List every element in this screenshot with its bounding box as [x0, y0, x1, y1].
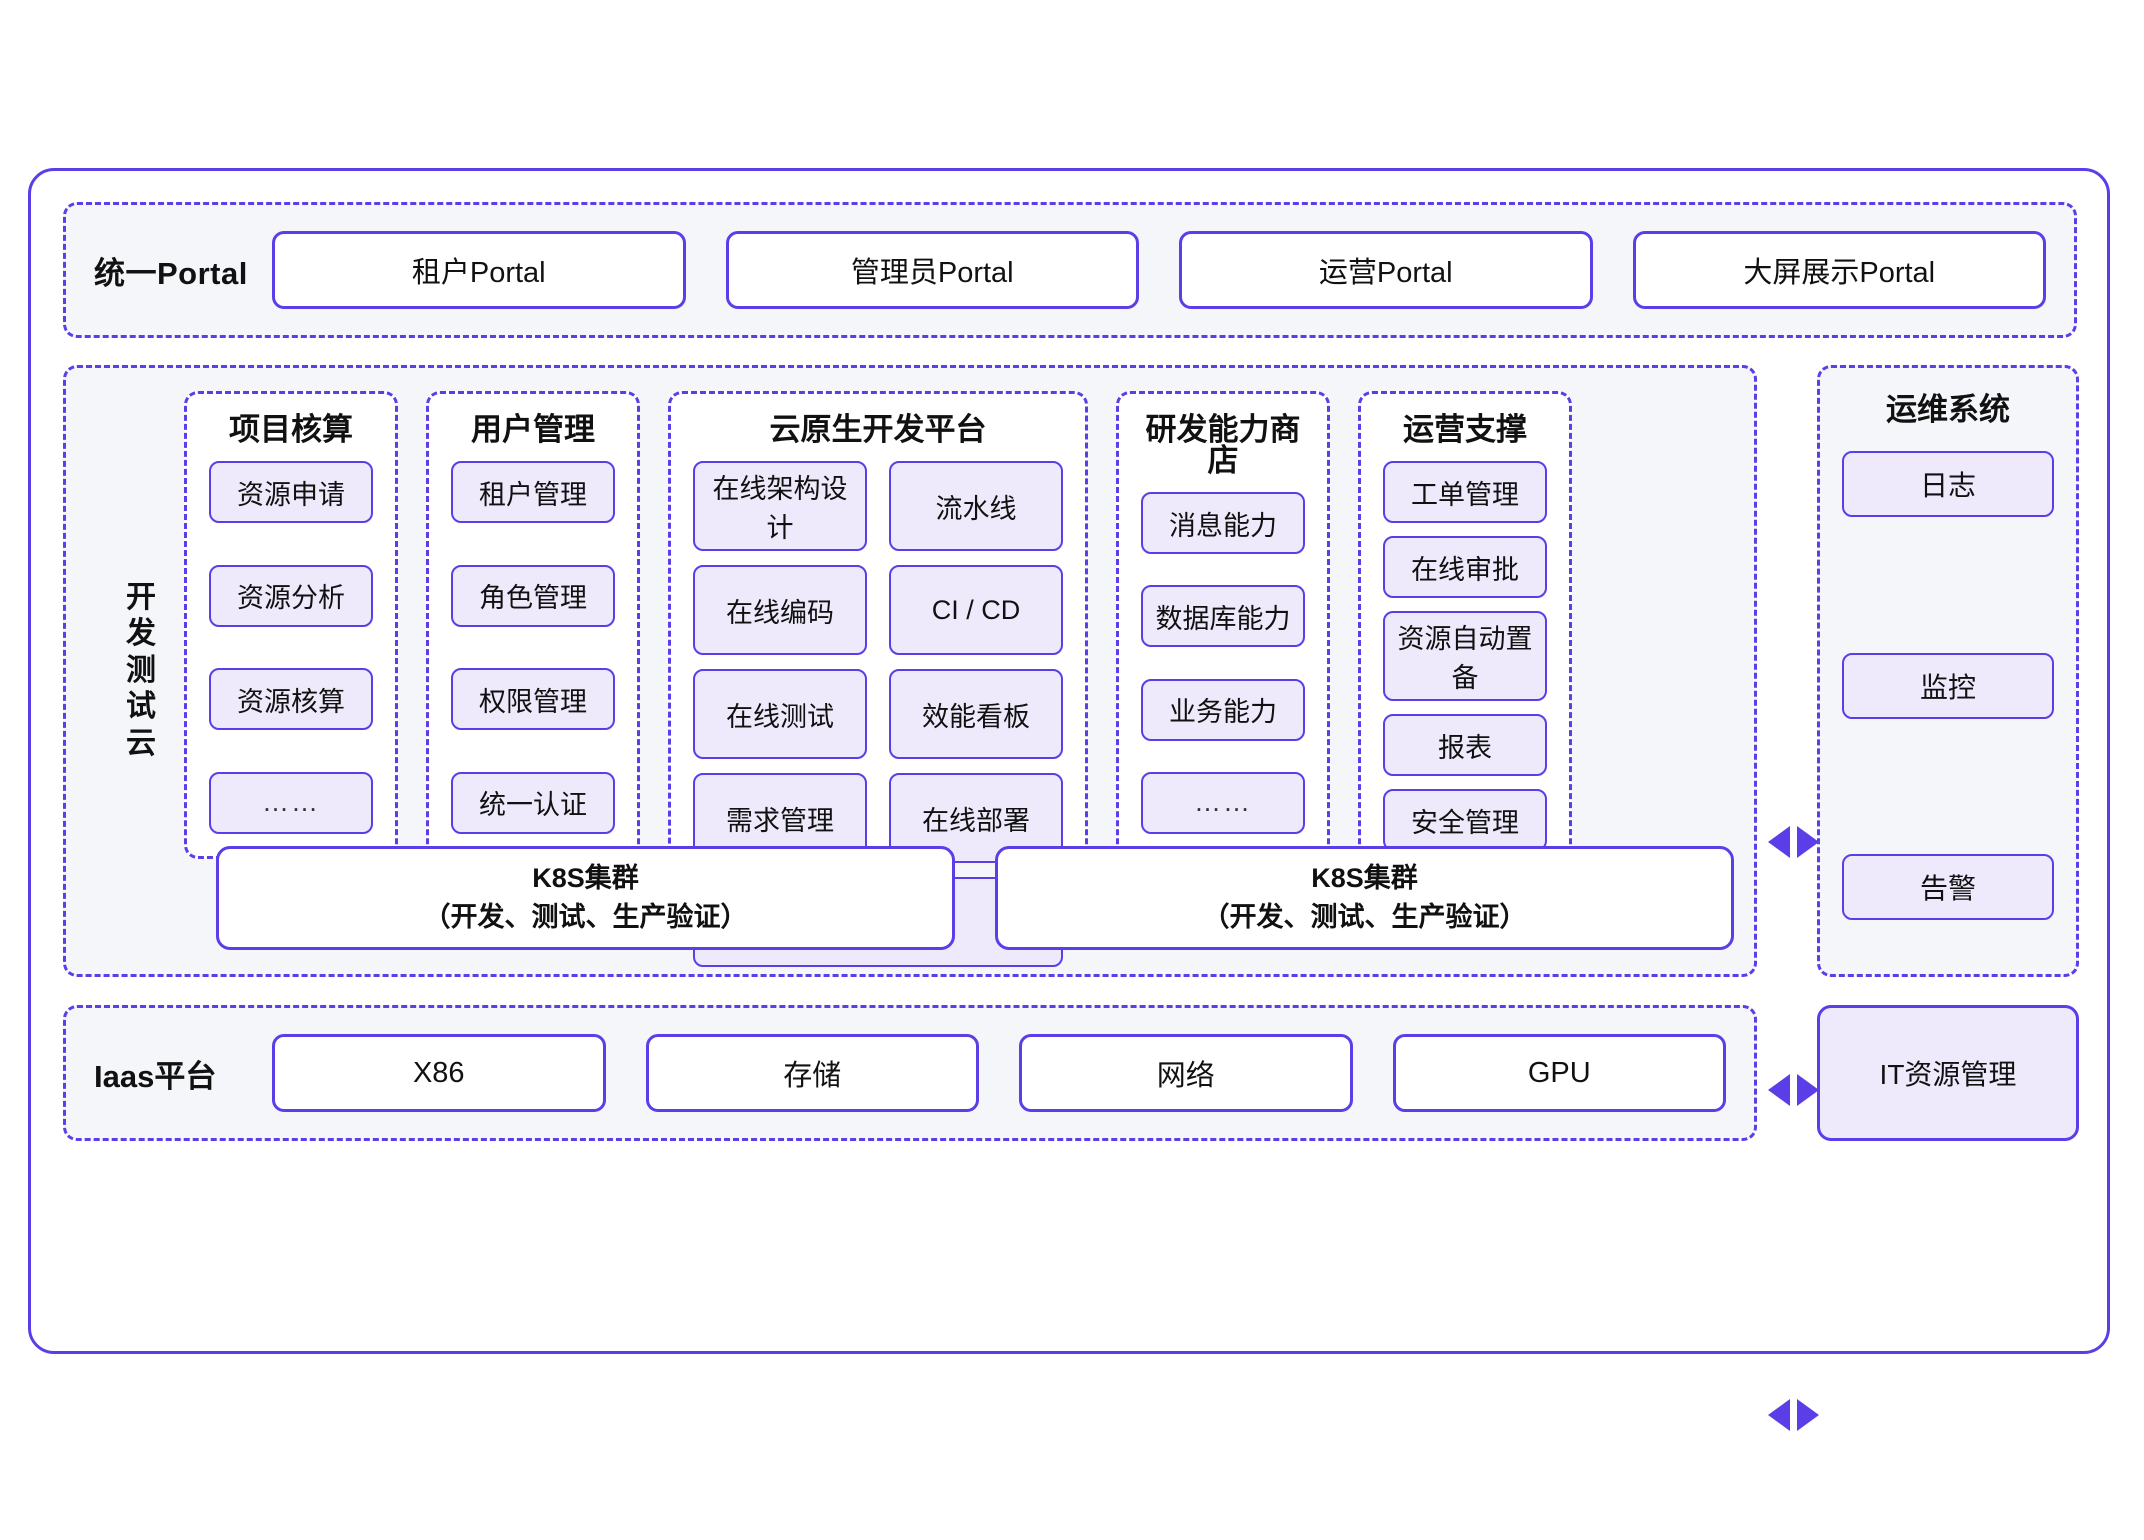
item-tenant-management[interactable]: 租户管理 [451, 461, 615, 523]
side-label-char-3: 测 [126, 653, 156, 687]
k8s-cluster-card-1[interactable]: K8S集群 （开发、测试、生产验证） [216, 846, 955, 950]
group-title-project-accounting: 项目核算 [229, 412, 353, 447]
item-security-management[interactable]: 安全管理 [1383, 789, 1547, 851]
side-label-char-2: 发 [126, 617, 156, 651]
portal-card-admin[interactable]: 管理员Portal [725, 231, 1139, 309]
arrow-right-icon [1797, 1399, 1819, 1431]
arrow-left-icon [1768, 1399, 1790, 1431]
devtest-cloud-side-label: 开 发 测 试 云 [112, 368, 170, 974]
side-label-char-5: 云 [126, 726, 156, 760]
portal-card-operations[interactable]: 运营Portal [1179, 231, 1593, 309]
item-permission-management[interactable]: 权限管理 [451, 668, 615, 731]
group-card-operation-support: 运营支撑 工单管理 在线审批 资源自动置备 报表 安全管理 [1358, 391, 1572, 859]
iaas-section: Iaas平台 X86 存储 网络 GPU [63, 1005, 1757, 1141]
side-label-char-4: 试 [126, 690, 156, 724]
item-pipeline[interactable]: 流水线 [889, 461, 1063, 551]
k8s-cluster-1-line2: （开发、测试、生产验证） [423, 902, 748, 932]
item-alarm[interactable]: 告警 [1842, 854, 2054, 920]
arrow-right-icon [1797, 1074, 1819, 1106]
item-online-approval[interactable]: 在线审批 [1383, 536, 1547, 598]
k8s-cluster-2-line1: K8S集群 [1311, 862, 1418, 893]
item-database-capability[interactable]: 数据库能力 [1141, 585, 1305, 648]
group-title-rnd-capability-store: 研发能力商店 [1145, 412, 1301, 478]
item-report[interactable]: 报表 [1383, 714, 1547, 776]
arrow-left-icon [1768, 1074, 1790, 1106]
bidirectional-arrow-icon-iaas [1768, 1399, 1819, 1431]
group-card-project-accounting: 项目核算 资源申请 资源分析 资源核算 …… [184, 391, 398, 859]
item-efficiency-dashboard[interactable]: 效能看板 [889, 669, 1063, 759]
iaas-card-storage[interactable]: 存储 [645, 1034, 979, 1112]
iaas-row-label: Iaas平台 [94, 1058, 217, 1094]
item-role-management[interactable]: 角色管理 [451, 564, 615, 627]
item-resource-application[interactable]: 资源申请 [209, 461, 373, 523]
item-auto-resource-provisioning[interactable]: 资源自动置备 [1383, 611, 1547, 701]
devtest-cloud-section: 开 发 测 试 云 项目核算 资源申请 资源分析 资源核算 …… 用户管理 [63, 365, 1757, 977]
iaas-card-x86[interactable]: X86 [272, 1034, 606, 1112]
ops-system-title: 运维系统 [1886, 392, 2010, 427]
architecture-diagram-frame: 统一Portal 租户Portal 管理员Portal 运营Portal 大屏展… [28, 168, 2110, 1431]
k8s-cluster-card-2[interactable]: K8S集群 （开发、测试、生产验证） [995, 846, 1734, 950]
item-more-project-accounting[interactable]: …… [209, 771, 373, 834]
item-resource-accounting[interactable]: 资源核算 [209, 668, 373, 731]
group-card-user-management: 用户管理 租户管理 角色管理 权限管理 统一认证 [426, 391, 640, 859]
item-monitoring[interactable]: 监控 [1842, 652, 2054, 719]
group-items-project-accounting: 资源申请 资源分析 资源核算 …… [209, 461, 373, 834]
arrow-left-icon [1768, 826, 1790, 858]
group-card-cloud-native-platform: 云原生开发平台 在线架构设计 流水线 在线编码 CI / CD 在线测试 效能看… [668, 391, 1088, 967]
arrow-right-icon [1797, 826, 1819, 858]
item-message-capability[interactable]: 消息能力 [1141, 492, 1305, 554]
iaas-card-network[interactable]: 网络 [1019, 1034, 1353, 1112]
group-title-cloud-native-platform: 云原生开发平台 [769, 412, 987, 447]
portal-card-tenant[interactable]: 租户Portal [272, 231, 686, 309]
bidirectional-arrow-icon-ops-top [1768, 826, 1819, 858]
item-ci-cd[interactable]: CI / CD [889, 565, 1063, 655]
group-card-rnd-capability-store: 研发能力商店 消息能力 数据库能力 业务能力 …… [1116, 391, 1330, 859]
item-ticket-management[interactable]: 工单管理 [1383, 461, 1547, 523]
group-title-user-management: 用户管理 [471, 412, 595, 447]
group-title-operation-support: 运营支撑 [1403, 412, 1527, 447]
item-online-coding[interactable]: 在线编码 [693, 565, 867, 655]
k8s-cluster-1-line1: K8S集群 [532, 862, 639, 893]
capability-group-row: 项目核算 资源申请 资源分析 资源核算 …… 用户管理 租户管理 角色管理 权限… [184, 391, 1734, 967]
bidirectional-arrow-icon-ops-bottom [1768, 1074, 1819, 1106]
item-online-architecture-design[interactable]: 在线架构设计 [693, 461, 867, 551]
group-items-rnd-capability-store: 消息能力 数据库能力 业务能力 …… [1141, 492, 1305, 834]
portal-card-bigscreen[interactable]: 大屏展示Portal [1632, 231, 2046, 309]
item-resource-analysis[interactable]: 资源分析 [209, 564, 373, 627]
item-more-rnd-capability-store[interactable]: …… [1141, 771, 1305, 834]
portal-row-label: 统一Portal [94, 255, 248, 291]
item-business-capability[interactable]: 业务能力 [1141, 678, 1305, 741]
item-online-testing[interactable]: 在线测试 [693, 669, 867, 759]
item-log[interactable]: 日志 [1842, 451, 2054, 517]
k8s-cluster-2-line2: （开发、测试、生产验证） [1202, 902, 1527, 932]
portal-section: 统一Portal 租户Portal 管理员Portal 运营Portal 大屏展… [63, 202, 2077, 338]
group-items-user-management: 租户管理 角色管理 权限管理 统一认证 [451, 461, 615, 834]
k8s-cluster-row: K8S集群 （开发、测试、生产验证） K8S集群 （开发、测试、生产验证） [216, 846, 1734, 950]
iaas-card-gpu[interactable]: GPU [1392, 1034, 1726, 1112]
side-label-char-1: 开 [126, 580, 156, 614]
group-items-operation-support: 工单管理 在线审批 资源自动置备 报表 安全管理 [1383, 461, 1547, 851]
item-unified-authentication[interactable]: 统一认证 [451, 771, 615, 834]
ops-system-items: 日志 监控 告警 [1842, 451, 2054, 952]
it-resource-management-card[interactable]: IT资源管理 [1817, 1005, 2079, 1141]
ops-system-section: 运维系统 日志 监控 告警 [1817, 365, 2079, 977]
